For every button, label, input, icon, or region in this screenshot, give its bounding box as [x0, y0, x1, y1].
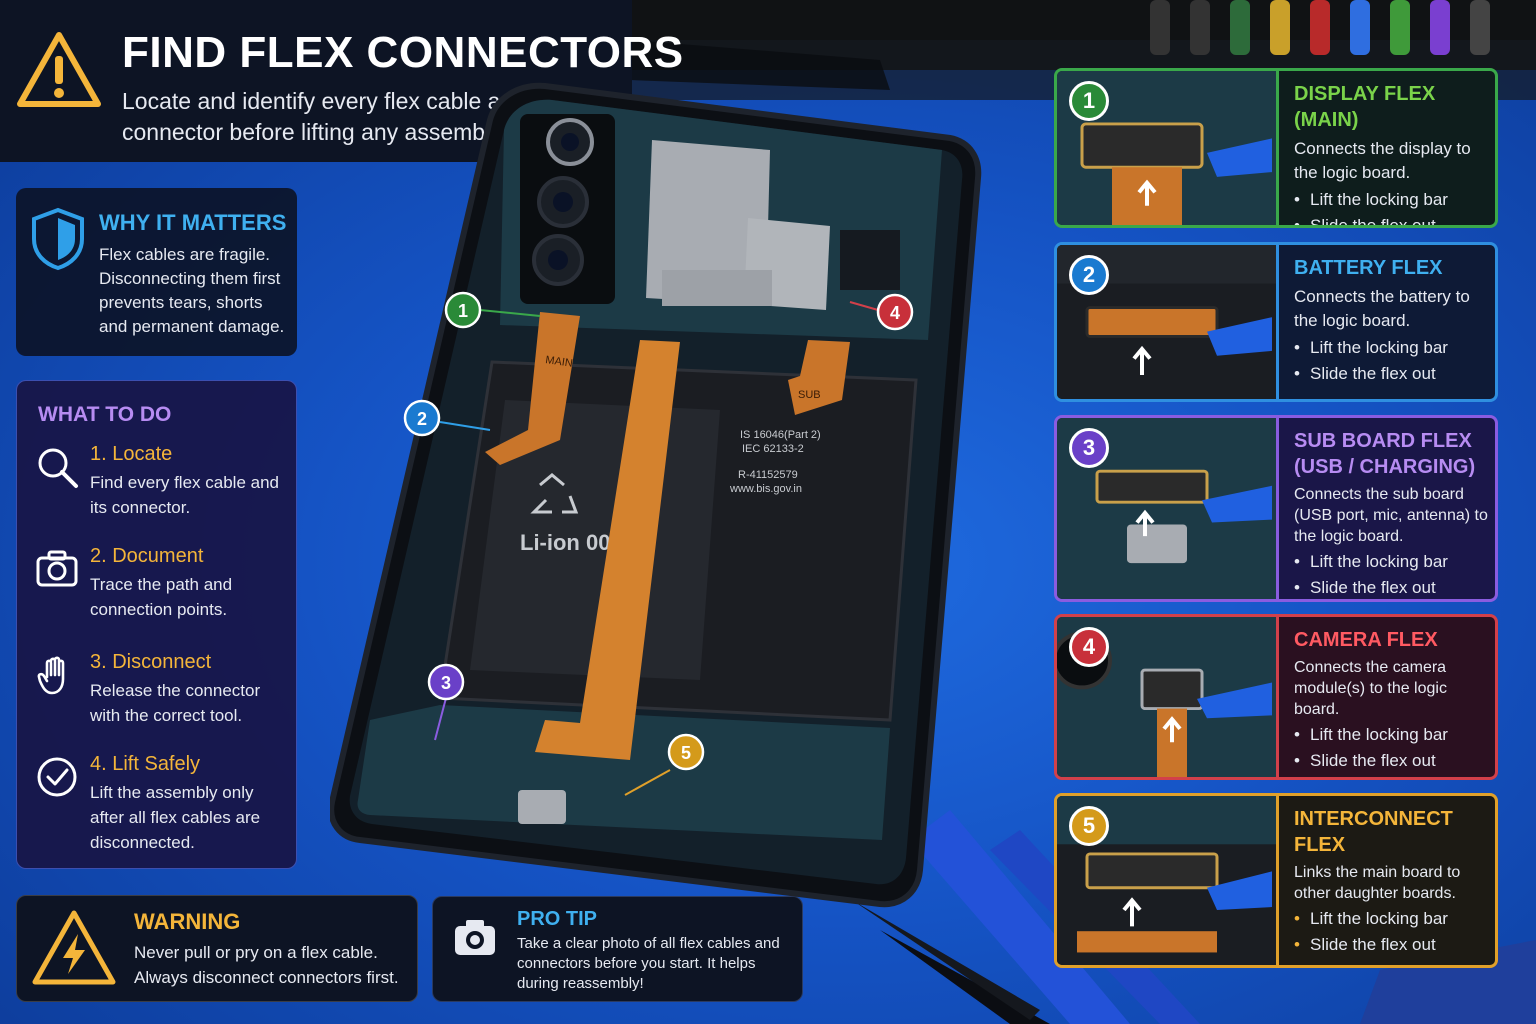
step-disconnect: 3. Disconnect Release the connector with…	[17, 651, 298, 751]
step-locate: 1. Locate Find every flex cable and its …	[17, 443, 298, 543]
pro-tip-card: PRO TIP Take a clear photo of all flex c…	[432, 896, 803, 1002]
usb-port	[518, 790, 566, 824]
protip-title: PRO TIP	[517, 908, 598, 930]
connector-title: SUB BOARD FLEX (USB / CHARGING)	[1294, 430, 1476, 478]
todo-title: WHAT TO DO	[38, 403, 172, 426]
connector-description: Connects the display to the logic board.	[1294, 139, 1471, 182]
connector-number-badge: 2	[1069, 255, 1109, 295]
battery-cert-3: R-41152579	[738, 469, 798, 481]
battery-cert-4: www.bis.gov.in	[729, 483, 802, 495]
connector-title: CAMERA FLEX	[1294, 629, 1438, 651]
connector-card-interconnect-flex: 5 INTERCONNECT FLEX Links the main board…	[1054, 793, 1498, 968]
step-text: Lift the assembly only after all flex ca…	[90, 783, 261, 852]
marker-5: 5	[667, 733, 705, 771]
connector-description: Connects the battery to the logic board.	[1294, 287, 1470, 330]
step-title: 1. Locate	[90, 443, 173, 465]
display-flex-cable	[485, 312, 580, 465]
step-title: 3. Disconnect	[90, 651, 212, 673]
shield-icon	[32, 207, 84, 271]
main-flex-cable	[535, 340, 680, 760]
page-title: FIND FLEX CONNECTORS	[122, 28, 684, 77]
connector-number-badge: 5	[1069, 806, 1109, 846]
svg-text:5: 5	[681, 743, 691, 763]
flex-sub-label: SUB	[798, 389, 821, 401]
why-it-matters-card: WHY IT MATTERS Flex cables are fragile. …	[16, 188, 297, 356]
connector-step: Lift the locking bar	[1294, 187, 1494, 213]
svg-text:4: 4	[890, 303, 900, 323]
battery-label: Li-ion 00	[520, 530, 610, 555]
why-text: Flex cables are fragile. Disconnecting t…	[99, 245, 285, 336]
camera-icon	[455, 920, 495, 955]
connector-card-battery-flex: 2 BATTERY FLEX Connects the battery to t…	[1054, 242, 1498, 402]
connector-description: Links the main board to other daughter b…	[1294, 864, 1461, 902]
sub-board	[357, 705, 890, 840]
step-text: Release the connector with the correct t…	[90, 681, 261, 725]
svg-text:1: 1	[458, 301, 468, 321]
sub-flex-cable	[788, 340, 850, 415]
connector-step: Lift the locking bar	[1294, 549, 1494, 575]
svg-text:2: 2	[417, 409, 427, 429]
connector-title: DISPLAY FLEX (MAIN)	[1294, 83, 1436, 131]
what-to-do-card: WHAT TO DO 1. Locate Find every flex cab…	[16, 380, 297, 869]
marker-2: 2	[403, 399, 441, 437]
step-document: 2. Document Trace the path and connectio…	[17, 545, 298, 645]
connector-step: Slide the flex out	[1294, 575, 1494, 599]
marker-4: 4	[876, 293, 914, 331]
connector-step: Lift the locking bar	[1294, 906, 1494, 932]
camera-icon	[36, 550, 78, 587]
connector-step: Lift the locking bar	[1294, 722, 1494, 748]
marker-1: 1	[444, 291, 482, 329]
protip-text: Take a clear photo of all flex cables an…	[517, 935, 780, 992]
flex-main-label: MAIN	[545, 354, 574, 370]
warning-title: WARNING	[134, 909, 241, 934]
recycle-icon	[530, 473, 579, 514]
connector-card-display-flex: 1 DISPLAY FLEX (MAIN) Connects the displ…	[1054, 68, 1498, 228]
phone-disassembly-illustration: Li-ion 00 IS 16046(Part 2) IEC 62133-2 R…	[330, 82, 982, 908]
connector-card-camera-flex: 4 CAMERA FLEX Connects the camera module…	[1054, 614, 1498, 780]
connector-step: Slide the flex out	[1294, 213, 1494, 225]
connector-step: Slide the flex out	[1294, 361, 1494, 387]
connector-card-sub-board-flex: 3 SUB BOARD FLEX (USB / CHARGING) Connec…	[1054, 415, 1498, 602]
marker-3: 3	[427, 663, 465, 701]
connector-number-badge: 4	[1069, 627, 1109, 667]
warning-triangle-icon	[17, 32, 101, 107]
connector-step: Slide the flex out	[1294, 748, 1494, 774]
connector-photo	[1057, 71, 1276, 225]
step-text: Find every flex cable and its connector.	[90, 473, 279, 517]
connector-step: Lift the locking bar	[1294, 335, 1494, 361]
connector-number-badge: 3	[1069, 428, 1109, 468]
warning-card: WARNING Never pull or pry on a flex cabl…	[16, 895, 418, 1002]
connector-number-badge: 1	[1069, 81, 1109, 121]
checkmark-circle-icon	[37, 757, 77, 797]
connector-step: Slide the flex out	[1294, 932, 1494, 958]
step-text: Trace the path and connection points.	[90, 575, 233, 619]
battery-cert-1: IS 16046(Part 2)	[740, 429, 821, 441]
page-subtitle: Locate and identify every flex cable and…	[122, 88, 527, 145]
connector-description: Connects the sub board (USB port, mic, a…	[1294, 486, 1488, 545]
connector-description: Connects the camera module(s) to the log…	[1294, 659, 1447, 718]
hand-icon	[37, 656, 65, 695]
step-title: 4. Lift Safely	[90, 753, 201, 775]
lightning-warning-icon	[32, 910, 116, 985]
step-title: 2. Document	[90, 545, 204, 567]
battery-cert-2: IEC 62133-2	[742, 443, 804, 455]
connector-title: BATTERY FLEX	[1294, 257, 1443, 279]
svg-text:3: 3	[441, 673, 451, 693]
connector-title: INTERCONNECT FLEX	[1294, 808, 1453, 856]
why-title: WHY IT MATTERS	[99, 210, 287, 235]
magnifier-icon	[38, 448, 78, 488]
warning-text: Never pull or pry on a flex cable. Alway…	[134, 943, 399, 987]
step-lift-safely: 4. Lift Safely Lift the assembly only af…	[17, 753, 298, 853]
